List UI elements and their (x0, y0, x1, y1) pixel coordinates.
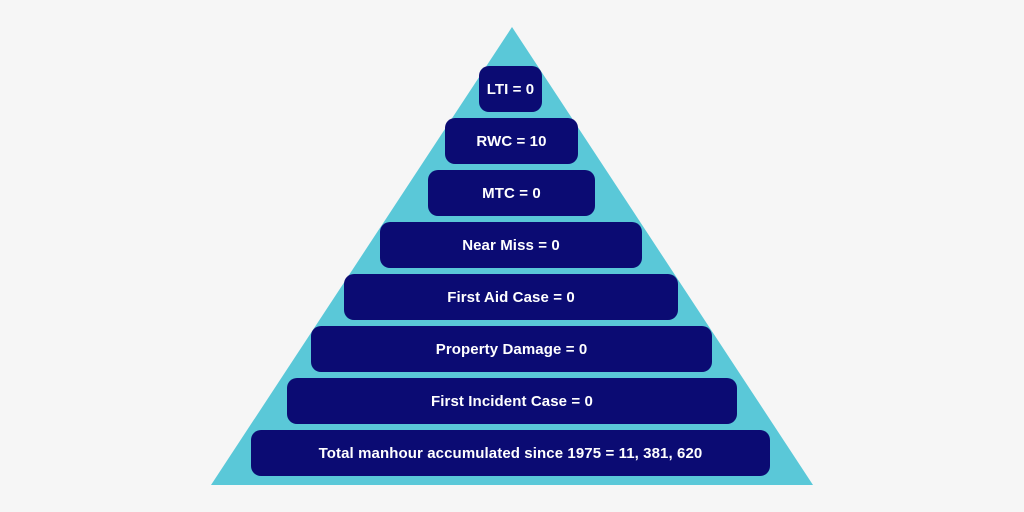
tier-label: Property Damage = 0 (435, 340, 588, 358)
tier-label: RWC = 10 (476, 132, 547, 150)
tier-label: MTC = 0 (482, 184, 541, 202)
tier-label: Near Miss = 0 (462, 236, 560, 254)
tier-total-manhour: Total manhour accumulated since 1975 = 1… (251, 430, 770, 476)
tier-label: First Incident Case = 0 (431, 392, 593, 410)
tier-property-damage: Property Damage = 0 (311, 326, 712, 372)
tier-first-aid-case: First Aid Case = 0 (344, 274, 678, 320)
tier-label: First Aid Case = 0 (447, 288, 575, 306)
tier-label: LTI = 0 (486, 80, 535, 98)
tier-near-miss: Near Miss = 0 (380, 222, 642, 268)
tier-lti: LTI = 0 (479, 66, 542, 112)
tier-label: Total manhour accumulated since 1975 = 1… (318, 444, 703, 462)
tier-first-incident-case: First Incident Case = 0 (287, 378, 737, 424)
tier-rwc: RWC = 10 (445, 118, 578, 164)
tier-mtc: MTC = 0 (428, 170, 595, 216)
